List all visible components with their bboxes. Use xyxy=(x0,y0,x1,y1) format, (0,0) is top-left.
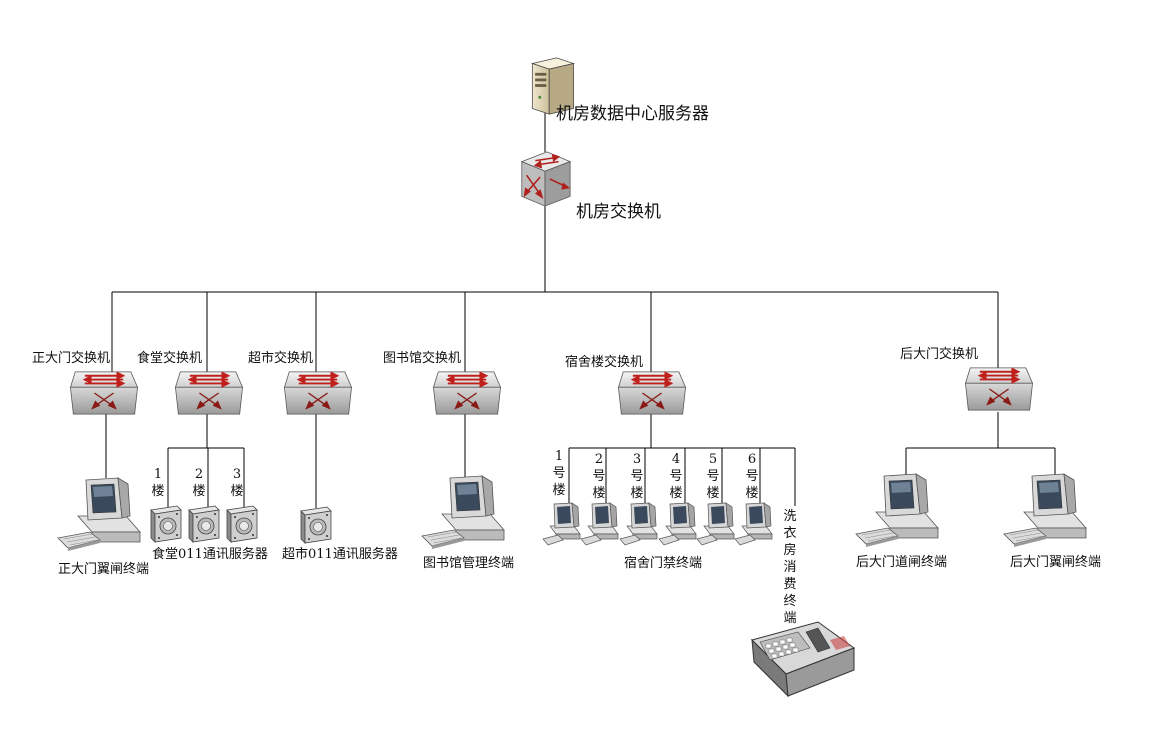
server-label: 机房数据中心服务器 xyxy=(556,104,709,124)
computer-icon xyxy=(580,502,619,546)
laundry-terminal-label: 洗衣房消费终端 xyxy=(783,509,797,626)
canteen-floor-1: 1楼 xyxy=(151,467,165,499)
switch-label-canteen: 食堂交换机 xyxy=(137,351,203,366)
canteen-floor-2: 2楼 xyxy=(192,467,206,499)
pos-terminal-icon xyxy=(751,621,855,697)
computer-icon xyxy=(734,502,773,546)
computer-icon xyxy=(658,502,697,546)
switch-icon xyxy=(69,370,139,416)
comm-server-icon xyxy=(150,505,182,543)
comm-server-icon xyxy=(300,506,332,544)
back-gate-turnstile-label: 后大门翼闸终端 xyxy=(1010,555,1102,570)
market-server-label: 超市011通讯服务器 xyxy=(282,547,398,562)
library-terminal-label: 图书馆管理终端 xyxy=(423,556,515,571)
dorm-building-6: 6号楼 xyxy=(745,452,759,501)
dorm-building-4: 4号楼 xyxy=(669,452,683,501)
dorm-building-2: 2号楼 xyxy=(592,452,606,501)
back-gate-barrier-label: 后大门道闸终端 xyxy=(856,555,948,570)
switch-label-main-gate: 正大门交换机 xyxy=(32,351,111,366)
gate-terminal-label: 正大门翼闸终端 xyxy=(58,562,150,577)
dorm-building-3: 3号楼 xyxy=(630,452,644,501)
switch-label-dorm: 宿舍楼交换机 xyxy=(565,355,644,370)
dorm-terminal-label: 宿舍门禁终端 xyxy=(624,556,703,571)
switch-icon xyxy=(283,370,353,416)
dorm-building-5: 5号楼 xyxy=(706,452,720,501)
computer-icon xyxy=(696,502,735,546)
comm-server-icon xyxy=(226,505,258,543)
computer-icon xyxy=(421,475,505,550)
canteen-floor-3: 3楼 xyxy=(230,467,244,499)
computer-icon xyxy=(619,502,658,546)
switch-icon xyxy=(432,370,502,416)
computer-icon xyxy=(855,473,939,548)
switch-label-market: 超市交换机 xyxy=(248,351,314,366)
switch-label-back-gate: 后大门交换机 xyxy=(900,347,979,362)
comm-server-icon xyxy=(188,505,220,543)
switch-icon xyxy=(174,370,244,416)
computer-icon xyxy=(542,502,581,546)
computer-icon xyxy=(57,477,141,552)
connection-lines xyxy=(105,108,1056,510)
switch-icon xyxy=(964,366,1034,412)
switch-icon xyxy=(617,370,687,416)
computer-icon xyxy=(1003,473,1087,548)
core-switch-icon xyxy=(520,151,571,207)
switch-label-library: 图书馆交换机 xyxy=(383,351,462,366)
canteen-server-label: 食堂011通讯服务器 xyxy=(152,547,268,562)
core-switch-label: 机房交换机 xyxy=(576,202,661,222)
dorm-building-1: 1号楼 xyxy=(552,449,566,498)
